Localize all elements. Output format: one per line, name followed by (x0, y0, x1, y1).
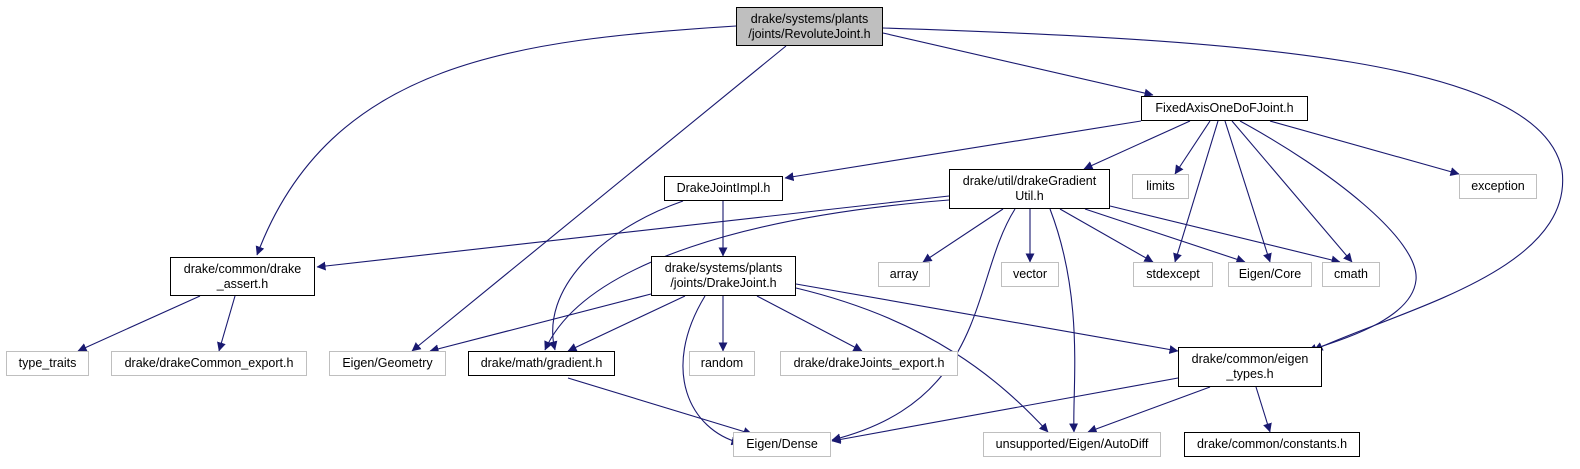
edge-gradientutil-to-eigencore (1084, 208, 1246, 264)
node-eigen-core: Eigen/Core (1228, 262, 1312, 287)
edge-revolute-to-fixedaxis (882, 32, 1154, 98)
node-drake-common-constants[interactable]: drake/common/constants.h (1184, 432, 1360, 457)
node-array: array (878, 262, 930, 287)
node-label: limits (1146, 179, 1175, 193)
edge-drakejoint-to-geometry (429, 293, 652, 354)
edge-fixedaxis-to-drakejointimpl (784, 120, 1142, 182)
node-cmath: cmath (1322, 262, 1380, 287)
node-label: vector (1012, 267, 1048, 281)
edge-fixedaxis-to-cmath (1231, 120, 1353, 263)
node-label: drake/common/constants.h (1196, 437, 1348, 451)
edge-eigentypes-to-autodiff (1087, 386, 1211, 434)
edge-fixedaxis-to-exception (1269, 120, 1460, 177)
edge-gradientutil-to-stdexcept (1059, 208, 1154, 263)
node-drake-common-export: drake/drakeCommon_export.h (111, 351, 307, 376)
edge-gradientutil-to-drakeassert (316, 195, 950, 271)
node-label: random (700, 356, 744, 370)
node-label: drake/systems/plants (750, 11, 869, 26)
node-stdexcept: stdexcept (1133, 262, 1213, 287)
edge-gradient-to-dense (567, 377, 753, 436)
node-type-traits: type_traits (6, 351, 89, 376)
node-drake-assert[interactable]: drake/common/drake_assert.h (170, 257, 315, 296)
node-label: DrakeJointImpl.h (676, 181, 771, 195)
edge-drakeassert-to-typetraits (77, 295, 201, 352)
edge-drakeassert-to-commonexport (217, 295, 236, 352)
node-label: Util.h (1015, 189, 1044, 203)
node-label: /joints/DrakeJoint.h (670, 276, 777, 290)
node-drake-joints-export: drake/drakeJoints_export.h (780, 351, 958, 376)
node-label: cmath (1333, 267, 1369, 281)
edge-gradientutil-to-array (922, 208, 1004, 263)
node-label: drake/math/gradient.h (480, 356, 603, 370)
edge-fixedaxis-to-eigentypes (1239, 120, 1417, 353)
node-drake-math-gradient[interactable]: drake/math/gradient.h (468, 351, 615, 376)
edge-eigentypes-to-dense (831, 377, 1179, 444)
node-limits: limits (1132, 174, 1189, 199)
edge-revolute-to-eigentypes (882, 27, 1564, 351)
edge-gradientutil-to-cmath (1109, 205, 1341, 265)
edge-fixedaxis-to-gradientutil (1083, 120, 1191, 170)
node-label: stdexcept (1146, 267, 1200, 281)
edge-drakejointimpl-to-gradient (548, 200, 684, 351)
node-label: Eigen/Core (1238, 267, 1302, 281)
node-eigen-dense: Eigen/Dense (733, 432, 831, 457)
edge-revolute-to-drakeassert (255, 25, 737, 256)
node-vector: vector (1001, 262, 1059, 287)
node-label: drake/drakeCommon_export.h (124, 356, 294, 370)
node-exception: exception (1459, 174, 1537, 199)
edge-drakejoint-to-eigentypes (795, 283, 1179, 354)
edge-eigentypes-to-constants (1255, 386, 1272, 433)
node-label: type_traits (18, 356, 77, 370)
edge-gradientutil-to-dense (831, 208, 1016, 443)
edge-fixedaxis-to-eigencore (1224, 120, 1272, 263)
node-revolute-joint: drake/systems/plants/joints/RevoluteJoin… (736, 7, 883, 46)
edge-fixedaxis-to-stdexcept (1173, 120, 1219, 263)
node-label: drake/common/eigen (1191, 352, 1309, 366)
node-label: drake/util/drakeGradient (962, 174, 1097, 188)
node-label: FixedAxisOneDoFJoint.h (1155, 101, 1294, 115)
node-label: unsupported/Eigen/AutoDiff (995, 437, 1149, 451)
edge-drakejoint-to-jointsexport (756, 295, 863, 352)
node-label: array (889, 267, 919, 281)
node-drake-joint[interactable]: drake/systems/plants/joints/DrakeJoint.h (651, 256, 796, 296)
node-label: _types.h (1226, 367, 1274, 381)
node-drake-joint-impl[interactable]: DrakeJointImpl.h (664, 176, 783, 201)
node-label: drake/systems/plants (664, 261, 783, 275)
node-label: drake/common/drake (183, 261, 302, 276)
node-label: exception (1471, 179, 1525, 193)
node-eigen-types[interactable]: drake/common/eigen_types.h (1178, 347, 1322, 387)
edge-revolute-to-geometry (411, 45, 787, 352)
edge-drakejoint-to-dense (682, 295, 741, 446)
node-autodiff: unsupported/Eigen/AutoDiff (983, 432, 1161, 457)
node-label: /joints/RevoluteJoint.h (748, 26, 871, 41)
edge-fixedaxis-to-limits (1174, 120, 1211, 175)
node-fixed-axis-one-dof-joint[interactable]: FixedAxisOneDoFJoint.h (1141, 96, 1308, 121)
node-label: Eigen/Geometry (342, 356, 433, 370)
node-random: random (689, 351, 755, 376)
node-label: _assert.h (216, 276, 269, 291)
edge-drakejoint-to-gradient (567, 295, 686, 352)
node-label: drake/drakeJoints_export.h (793, 356, 945, 370)
node-label: Eigen/Dense (746, 437, 818, 451)
node-eigen-geometry: Eigen/Geometry (329, 351, 446, 376)
edge-gradientutil-to-autodiff (1049, 208, 1079, 433)
